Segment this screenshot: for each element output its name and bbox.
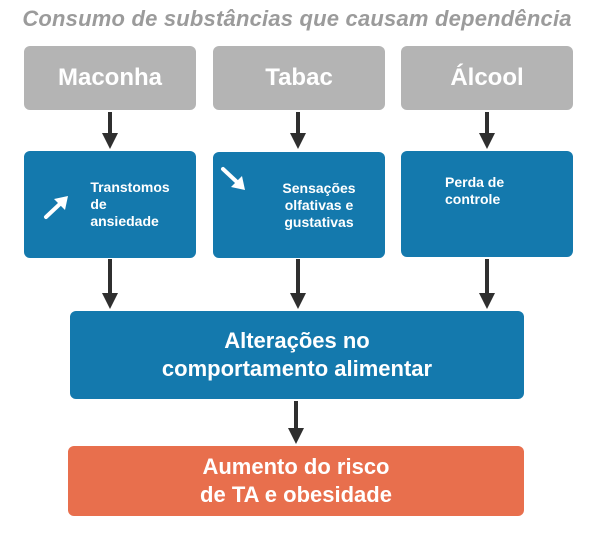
arrow-down-right-icon (221, 167, 245, 190)
effect-label-sensacoes: Sensações olfativas e gustativas (282, 179, 356, 230)
substance-label-alcool: Álcool (450, 64, 524, 91)
arrow-up-right-icon (44, 196, 68, 219)
middle-label: Alterações no comportamento alimentar (161, 328, 433, 381)
substance-box-alcool: Álcool (401, 46, 573, 110)
diagram-title: Consumo de substâncias que causam depend… (22, 6, 572, 31)
effect-box-ansiedade: Transtomos de ansiedade (24, 151, 196, 258)
effect-box-sensacoes: Sensações olfativas e gustativas (213, 152, 385, 258)
middle-box-alteracoes: Alterações no comportamento alimentar (70, 311, 524, 399)
substance-label-maconha: Maconha (57, 64, 162, 91)
effect-label-ansiedade: Transtomos de ansiedade (90, 179, 170, 229)
effect-label-perda-controle: Perda de controle (445, 174, 505, 207)
substance-box-tabac: Tabac (213, 46, 385, 110)
effect-box-perda-controle: Perda de controle (401, 151, 573, 257)
outcome-label: Aumento do risco de TA e obesidade (200, 454, 392, 507)
outcome-box-risco: Aumento do risco de TA e obesidade (68, 446, 524, 516)
substance-box-maconha: Maconha (24, 46, 196, 110)
substance-label-tabac: Tabac (265, 64, 333, 91)
